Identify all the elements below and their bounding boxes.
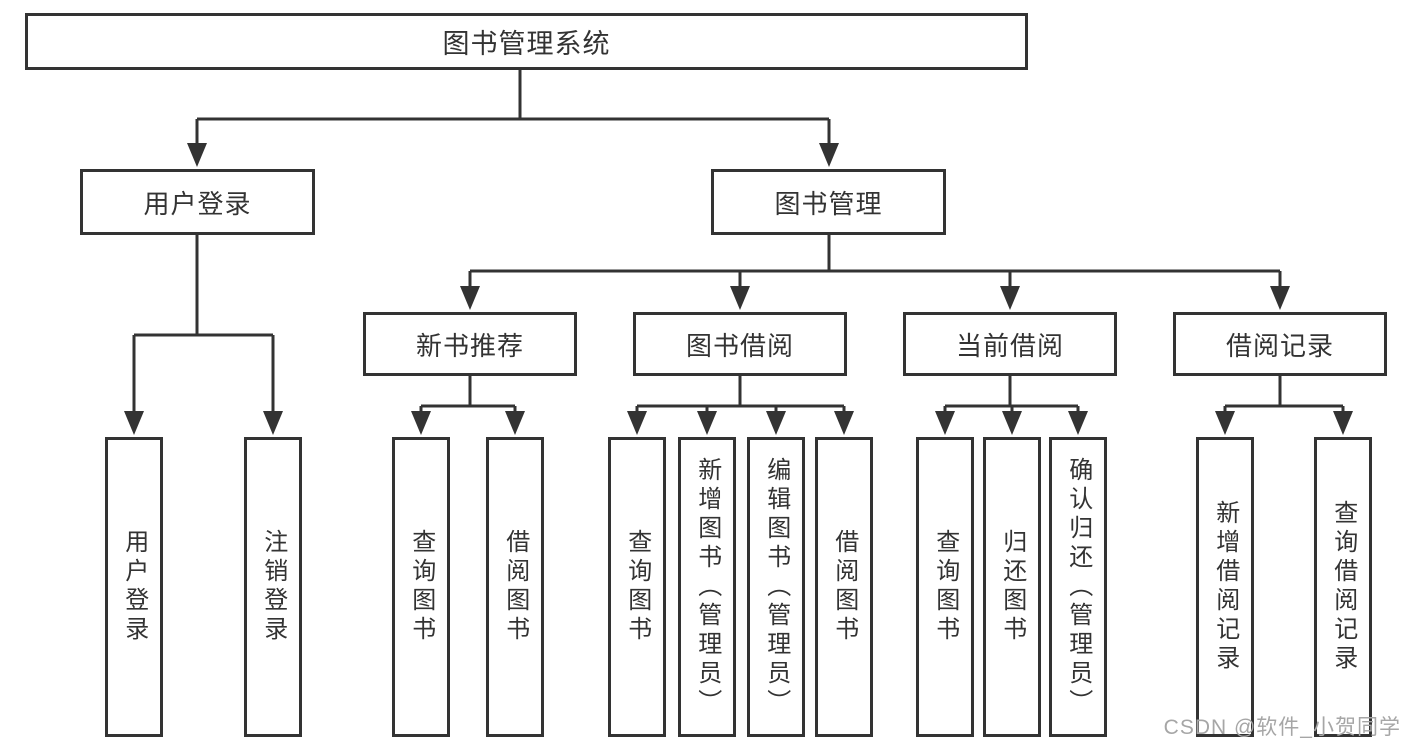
node-leaf-edit-books-admin: 编辑图书（管理员） xyxy=(747,437,805,737)
node-label: 新增借阅记录 xyxy=(1211,500,1239,674)
node-borrow-records: 借阅记录 xyxy=(1173,312,1387,376)
node-label: 用户登录 xyxy=(120,529,148,645)
node-label: 用户登录 xyxy=(143,188,252,219)
node-leaf-borrow-books-recommend: 借阅图书 xyxy=(486,437,544,737)
node-leaf-query-borrow-record: 查询借阅记录 xyxy=(1314,437,1372,737)
connector-user-login-branch xyxy=(124,235,283,435)
node-label: 图书管理 xyxy=(774,188,883,219)
node-library-management-system: 图书管理系统 xyxy=(25,13,1028,70)
node-label: 编辑图书（管理员） xyxy=(762,456,790,718)
node-leaf-query-books-borrowing: 查询图书 xyxy=(608,437,666,737)
connector-root-to-level2 xyxy=(187,70,839,167)
node-book-management: 图书管理 xyxy=(711,169,946,235)
node-label: 新书推荐 xyxy=(415,330,524,361)
node-label: 查询图书 xyxy=(931,529,959,645)
connector-current-borrowing-branch xyxy=(935,376,1088,435)
node-label: 当前借阅 xyxy=(955,330,1064,361)
csdn-watermark: CSDN @软件_小贺同学 xyxy=(1163,716,1401,739)
node-label: 借阅记录 xyxy=(1225,330,1334,361)
node-label: 图书借阅 xyxy=(685,330,794,361)
node-label: 确认归还（管理员） xyxy=(1064,456,1092,718)
connector-new-books-branch xyxy=(411,376,525,435)
node-leaf-query-books-current: 查询图书 xyxy=(916,437,974,737)
node-leaf-add-borrow-record: 新增借阅记录 xyxy=(1196,437,1254,737)
node-new-book-recommend: 新书推荐 xyxy=(363,312,577,376)
connector-book-borrowing-branch xyxy=(627,376,854,435)
connector-book-management-branch xyxy=(460,235,1290,310)
node-label: 归还图书 xyxy=(998,529,1026,645)
node-leaf-user-login: 用户登录 xyxy=(105,437,163,737)
node-label: 查询图书 xyxy=(623,529,651,645)
connector-borrow-records-branch xyxy=(1215,376,1353,435)
node-leaf-borrow-books-borrowing: 借阅图书 xyxy=(815,437,873,737)
node-book-borrowing: 图书借阅 xyxy=(633,312,847,376)
node-current-borrowing: 当前借阅 xyxy=(903,312,1117,376)
node-leaf-query-books-recommend: 查询图书 xyxy=(392,437,450,737)
node-label: 查询借阅记录 xyxy=(1329,500,1357,674)
node-leaf-return-books: 归还图书 xyxy=(983,437,1041,737)
node-label: 借阅图书 xyxy=(830,529,858,645)
node-label: 新增图书（管理员） xyxy=(693,456,721,718)
node-label: 图书管理系统 xyxy=(442,29,611,59)
node-leaf-add-books-admin: 新增图书（管理员） xyxy=(678,437,736,737)
node-label: 查询图书 xyxy=(407,529,435,645)
node-leaf-confirm-return-admin: 确认归还（管理员） xyxy=(1049,437,1107,737)
node-label: 注销登录 xyxy=(259,529,287,645)
node-user-login: 用户登录 xyxy=(80,169,315,235)
node-leaf-logout: 注销登录 xyxy=(244,437,302,737)
node-label: 借阅图书 xyxy=(501,529,529,645)
